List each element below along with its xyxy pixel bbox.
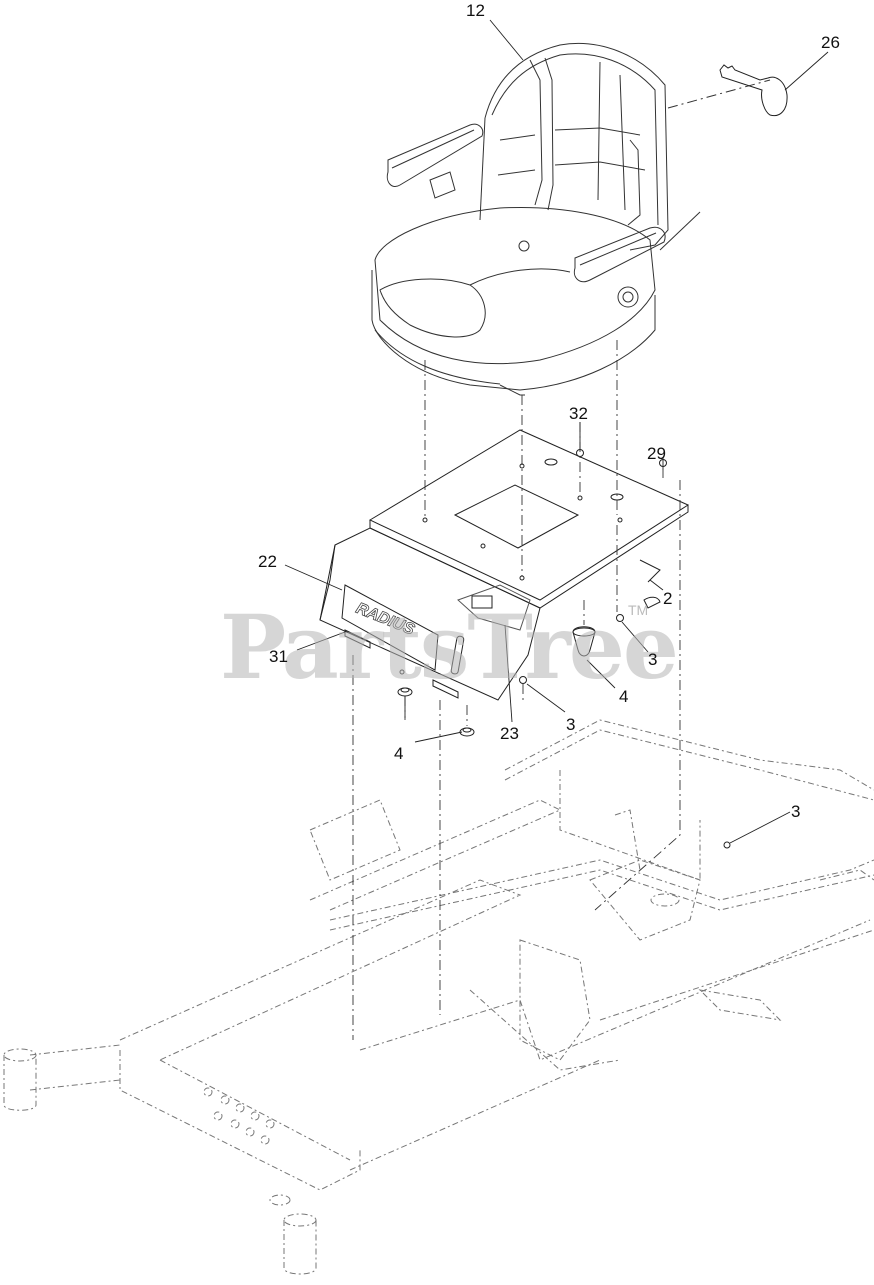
watermark-tm: TM: [628, 602, 649, 618]
radius-logo: RADIUS: [354, 600, 418, 639]
callout-32[interactable]: 32: [569, 404, 588, 423]
leader-lines: [284, 19, 829, 844]
seat-plate-illustration: [368, 429, 690, 609]
seat-illustration: [371, 42, 771, 396]
callout-23[interactable]: 23: [500, 724, 519, 743]
callout-2[interactable]: 2: [663, 589, 673, 608]
callout-31[interactable]: 31: [269, 647, 288, 666]
callout-12[interactable]: 12: [466, 1, 485, 20]
alignment-lines: [352, 340, 681, 1040]
front-panel-illustration: RADIUS: [319, 527, 541, 701]
callout-26[interactable]: 26: [821, 33, 840, 52]
callout-4[interactable]: 4: [619, 687, 629, 706]
key-illustration: [719, 64, 788, 117]
callout-3[interactable]: 3: [648, 650, 658, 669]
callout-22[interactable]: 22: [258, 552, 277, 571]
callout-29[interactable]: 29: [647, 444, 666, 463]
callout-4[interactable]: 4: [394, 744, 404, 763]
frame-illustration: [3, 719, 874, 1275]
callout-3[interactable]: 3: [791, 802, 801, 821]
callout-3[interactable]: 3: [566, 715, 576, 734]
